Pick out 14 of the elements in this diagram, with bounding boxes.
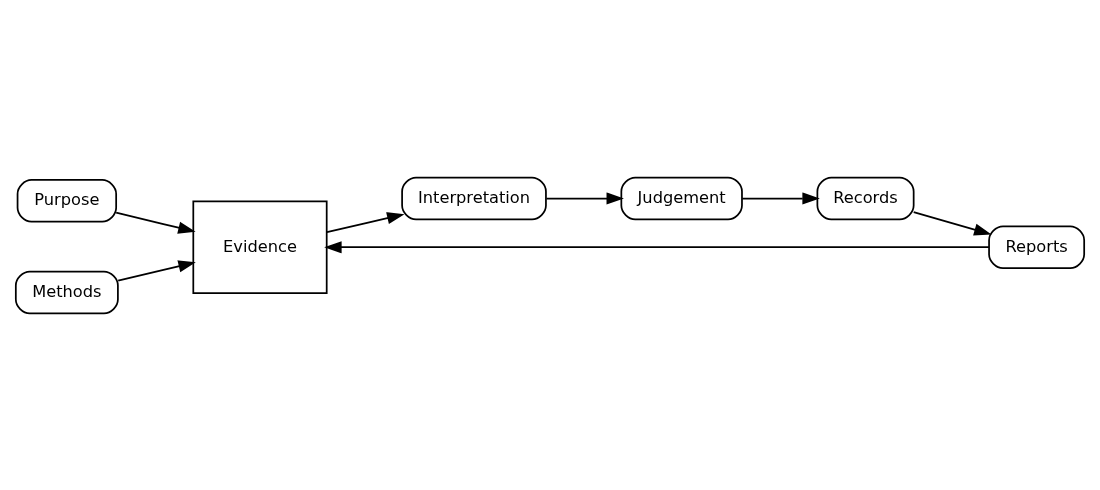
node-box: Purpose — [16, 178, 118, 223]
arrow — [741, 191, 820, 205]
arrow — [117, 259, 196, 281]
node-box: Evidence — [192, 200, 328, 294]
node-box: Records — [816, 176, 915, 220]
node-box: Methods — [14, 270, 119, 314]
arrow — [115, 211, 196, 234]
arrow — [912, 210, 992, 236]
arrow — [326, 211, 405, 233]
arrow — [545, 191, 624, 205]
node-box: Interpretation — [401, 176, 547, 220]
arrow — [324, 240, 990, 253]
node-box: Reports — [988, 225, 1086, 269]
node-box: Judgement — [620, 176, 743, 220]
